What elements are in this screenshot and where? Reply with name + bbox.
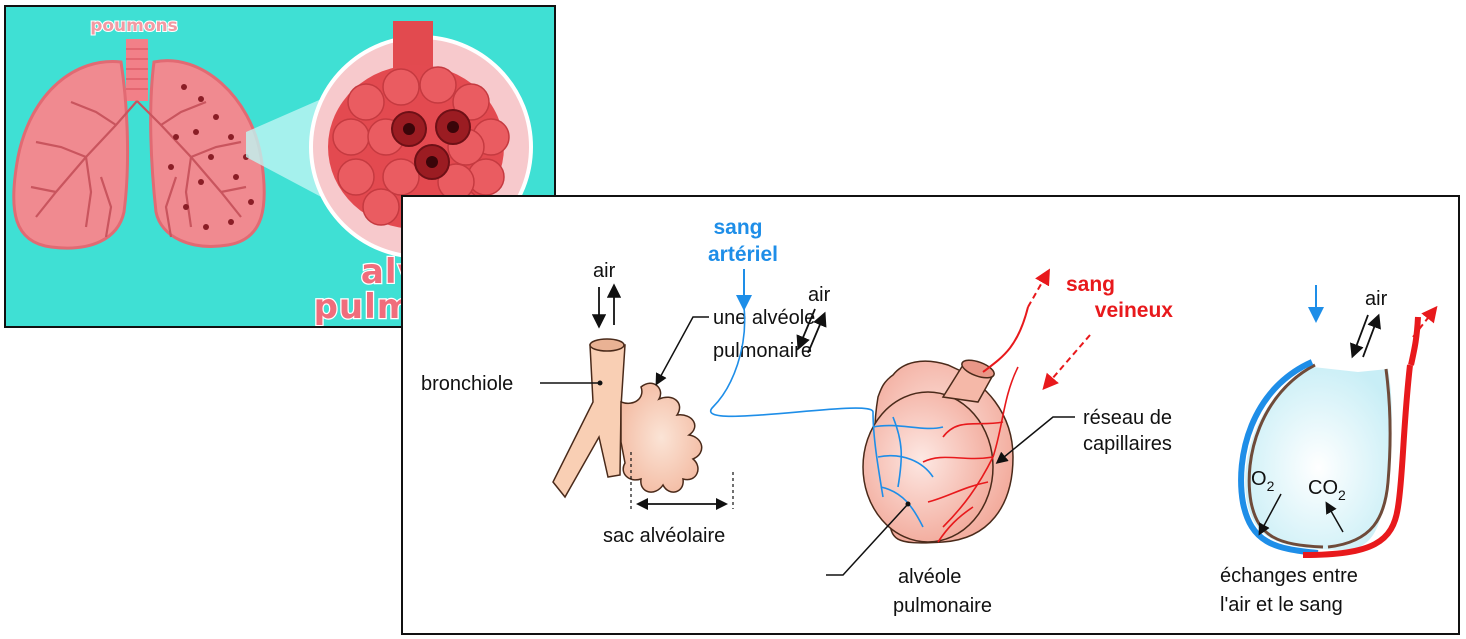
left-lung (14, 62, 128, 249)
label-air-1: air (593, 260, 616, 282)
alveolus-capillaries-diagram: sang artériel air sang veineux (708, 216, 1173, 617)
label-echanges-2: l'air et le sang (1220, 594, 1343, 616)
bronchiole-tube (553, 345, 625, 497)
alveolar-sac (621, 383, 702, 492)
label-une-alveole: une alvéole (713, 307, 815, 329)
label-air-3: air (1365, 288, 1388, 310)
alveoli-diagram: air bronchiole une alvéole pulmonaire sa… (403, 197, 1458, 633)
gas-exchange-diagram: air O2 CO2 échanges entre l'air et le sa… (1220, 285, 1435, 616)
alveoli-diagram-panel: air bronchiole une alvéole pulmonaire sa… (401, 195, 1460, 635)
label-reseau-2: capillaires (1083, 433, 1172, 455)
label-echanges-1: échanges entre (1220, 565, 1358, 587)
label-sac-alveolaire: sac alvéolaire (603, 525, 725, 547)
label-sang-arteriel-1: sang (713, 216, 762, 239)
title-lungs: poumons (90, 16, 178, 36)
label-sang-veineux-1: sang (1066, 273, 1115, 296)
label-sang-veineux-2: veineux (1095, 299, 1174, 322)
label-sang-arteriel-2: artériel (708, 243, 778, 266)
label-alveole-pulm-2: pulmonaire (893, 595, 992, 617)
label-air-2: air (808, 284, 831, 306)
label-reseau-1: réseau de (1083, 407, 1172, 429)
bronchiole-diagram: air bronchiole une alvéole pulmonaire sa… (421, 260, 815, 547)
label-alveole-pulm-1: alvéole (898, 566, 961, 588)
label-pulmonaire-1: pulmonaire (713, 340, 812, 362)
label-bronchiole: bronchiole (421, 373, 513, 395)
